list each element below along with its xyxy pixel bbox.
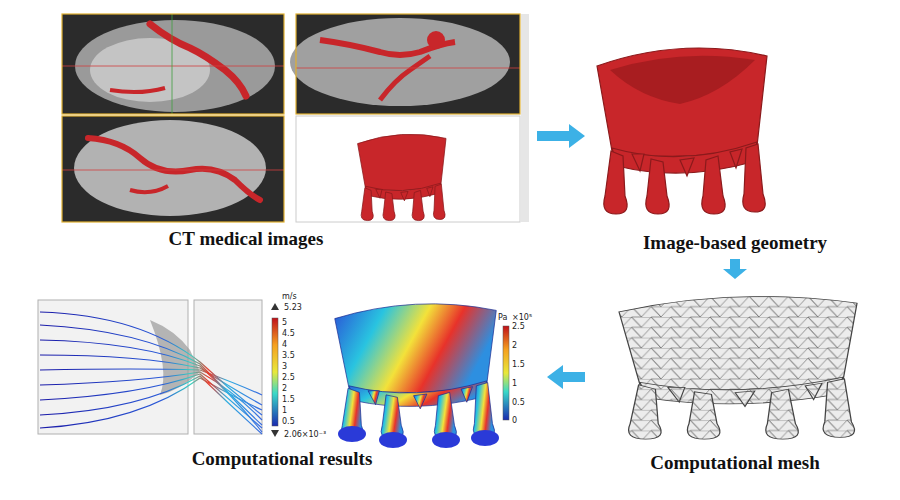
colorbar-value: 1.5 [512, 360, 525, 369]
panel: Computational mesh [588, 282, 882, 476]
panel: CT medical images [58, 10, 534, 252]
panel-caption: Computational results [20, 446, 544, 472]
flow-arrow [547, 365, 585, 389]
colorbar-value: 3 [282, 362, 287, 371]
panel-caption: Computational mesh [588, 450, 882, 476]
panel-caption: Image-based geometry [588, 230, 882, 256]
colorbar-value: 5.23 [284, 303, 302, 312]
colorbar-value: Pa [498, 313, 507, 322]
colorbar-value: 2 [282, 384, 287, 393]
colorbar-value: 4 [282, 340, 287, 349]
flow-arrow [723, 259, 747, 279]
colorbar-value: 2.5 [512, 322, 525, 331]
colorbar-value: 2.5 [282, 373, 295, 382]
colorbar-value: 5 [282, 318, 287, 327]
colorbar-value: 0.5 [512, 398, 525, 407]
panel-caption: CT medical images [58, 226, 534, 252]
colorbar-value: 1 [282, 406, 287, 415]
colorbar-value: 1 [512, 379, 517, 388]
colorbar-value: 3.5 [282, 351, 295, 360]
colorbar-value: 0.5 [282, 417, 295, 426]
colorbar-value: m/s [282, 292, 297, 301]
colorbar-value: 0 [512, 416, 517, 425]
colorbar-value: ×10⁵ [512, 313, 532, 322]
colorbar-value: 2.06×10⁻³ [284, 430, 326, 439]
colorbar-value: 2 [512, 341, 517, 350]
flow-arrow [537, 124, 585, 148]
colorbar-value: 1.5 [282, 395, 295, 404]
colorbar-value: 4.5 [282, 329, 295, 338]
panel: Image-based geometry [588, 20, 882, 256]
